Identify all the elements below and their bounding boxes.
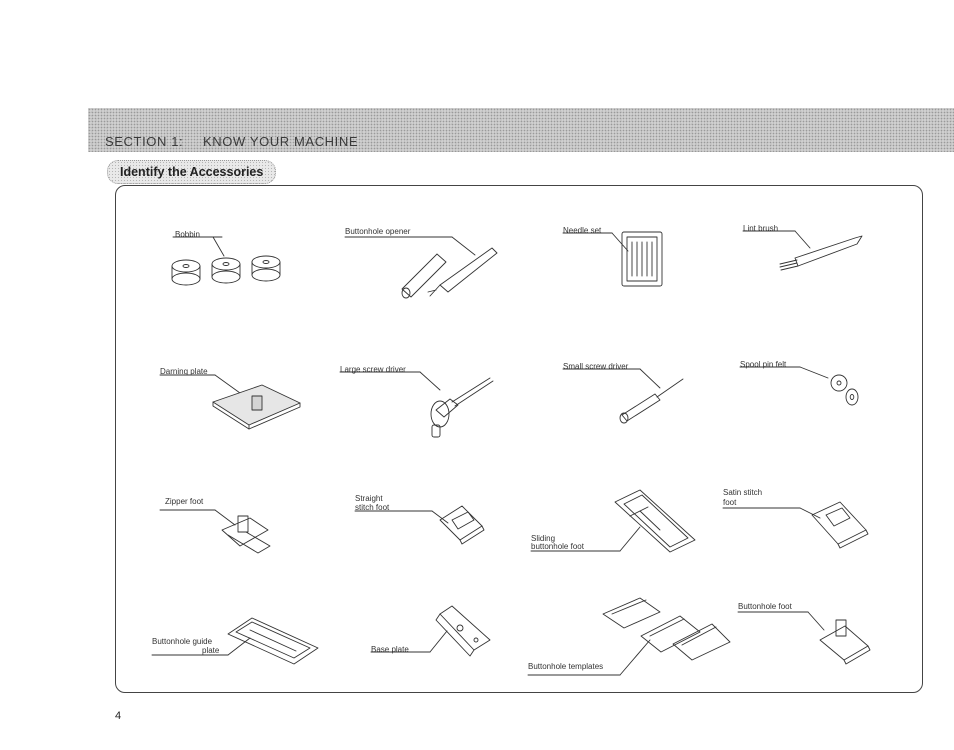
- large-screw-driver-icon: [339, 371, 494, 438]
- lint-brush-icon: [742, 230, 863, 271]
- label-large-screw-driver: Large screw driver: [340, 365, 406, 374]
- label-bobbin: Bobbin: [175, 230, 200, 239]
- darning-plate-icon: [159, 374, 301, 430]
- label-buttonhole-guide-plate-1: Buttonhole guide: [152, 637, 213, 646]
- accessories-frame: [115, 185, 923, 693]
- small-screw-driver-icon: [562, 368, 684, 424]
- straight-stitch-foot-icon: [354, 505, 485, 545]
- page-number: 4: [115, 710, 122, 722]
- buttonhole-templates-icon: [527, 597, 731, 676]
- needle-set-icon: [562, 231, 663, 287]
- subtitle-pill: Identify the Accessories: [107, 160, 277, 184]
- label-sliding-buttonhole-foot-1: Sliding: [531, 534, 556, 543]
- label-satin-stitch-foot-2: foot: [723, 498, 737, 507]
- label-buttonhole-templates: Buttonhole templates: [528, 662, 604, 671]
- buttonhole-foot-icon: [737, 611, 871, 665]
- label-straight-stitch-foot-1: Straight: [355, 494, 383, 503]
- section-name: KNOW YOUR MACHINE: [203, 134, 359, 149]
- label-zipper-foot: Zipper foot: [165, 497, 204, 506]
- section-label: SECTION 1:: [105, 134, 184, 149]
- label-straight-stitch-foot-2: stitch foot: [355, 503, 390, 512]
- buttonhole-opener-icon: [344, 236, 498, 299]
- label-spool-pin-felt: Spool pin felt: [740, 360, 787, 369]
- label-buttonhole-guide-plate-2: plate: [202, 646, 220, 655]
- base-plate-icon: [370, 605, 491, 657]
- label-needle-set: Needle set: [563, 226, 602, 235]
- label-buttonhole-foot: Buttonhole foot: [738, 602, 792, 611]
- buttonhole-guide-plate-icon: [151, 617, 319, 665]
- label-darning-plate: Darning plate: [160, 367, 208, 376]
- label-lint-brush: Lint brush: [743, 224, 779, 233]
- satin-stitch-foot-icon: [722, 501, 869, 549]
- section-header-bar: [88, 108, 954, 152]
- label-sliding-buttonhole-foot-2: buttonhole foot: [531, 542, 584, 551]
- zipper-foot-icon: [159, 509, 271, 554]
- label-small-screw-driver: Small screw driver: [563, 362, 629, 371]
- label-satin-stitch-foot-1: Satin stitch: [723, 488, 763, 497]
- sliding-buttonhole-foot-icon: [530, 489, 696, 553]
- spool-pin-felt-icon: [739, 366, 859, 406]
- label-buttonhole-opener: Buttonhole opener: [345, 227, 411, 236]
- label-base-plate: Base plate: [371, 645, 409, 654]
- bobbin-icon: [171, 236, 281, 286]
